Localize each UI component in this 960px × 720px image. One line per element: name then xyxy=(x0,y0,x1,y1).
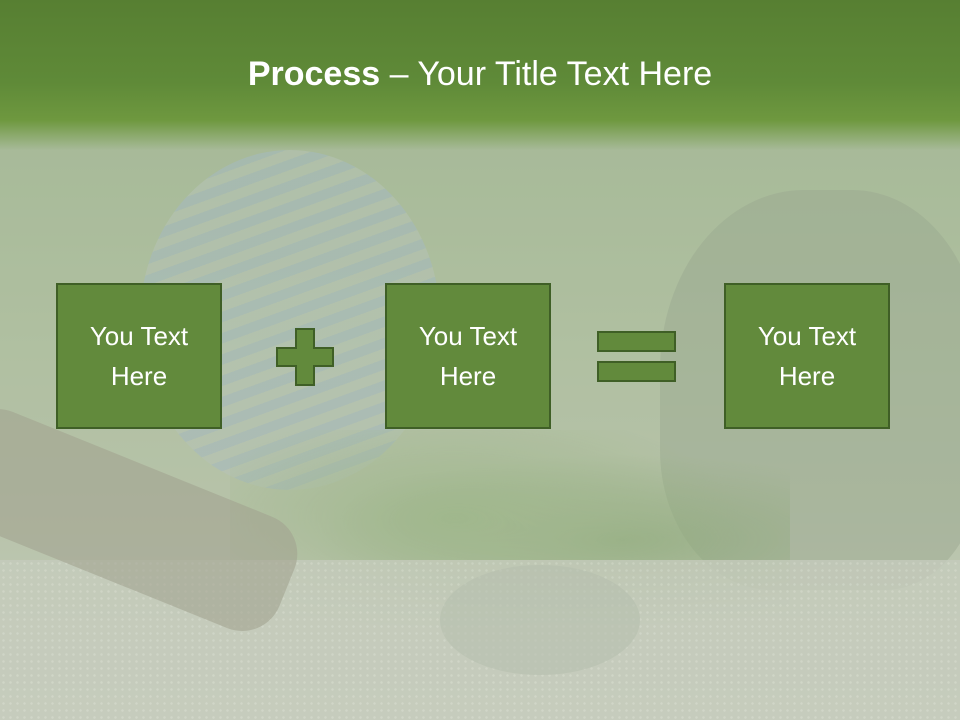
process-box-1[interactable]: You Text Here xyxy=(56,283,222,429)
process-box-label: You Text Here xyxy=(757,321,857,391)
process-box-3[interactable]: You Text Here xyxy=(724,283,890,429)
title-rest: – Your Title Text Here xyxy=(380,55,713,93)
title-bold: Process xyxy=(247,55,381,93)
process-box-2[interactable]: You Text Here xyxy=(385,283,551,429)
stone-shape xyxy=(440,565,640,675)
process-box-label: You Text Here xyxy=(89,321,189,391)
plus-icon xyxy=(276,328,334,386)
equals-icon xyxy=(597,331,676,382)
title-banner xyxy=(0,0,960,150)
slide-title[interactable]: Process – Your Title Text Here xyxy=(0,52,960,96)
process-box-label: You Text Here xyxy=(418,321,518,391)
